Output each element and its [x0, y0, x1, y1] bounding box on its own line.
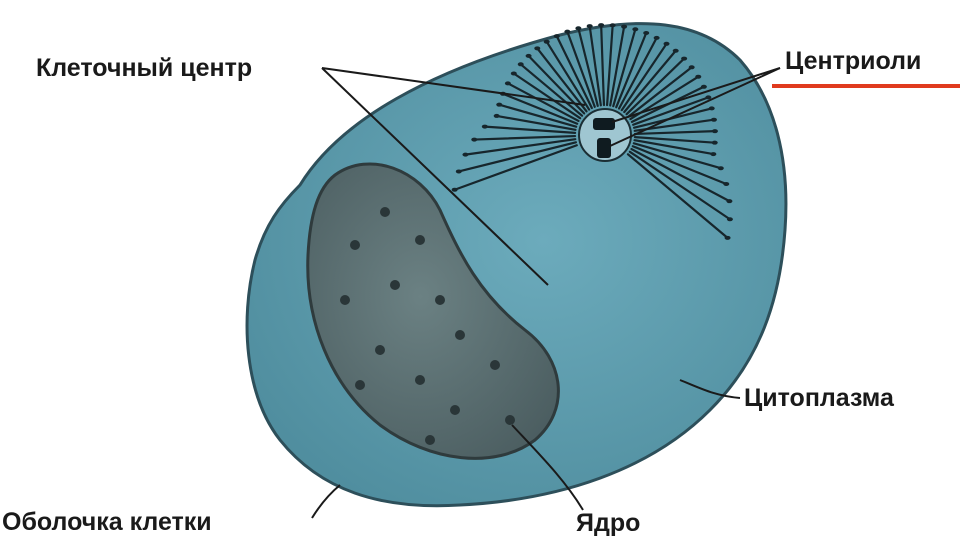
fiber-tip — [711, 118, 717, 122]
centriole-2 — [597, 138, 611, 158]
fiber-tip — [673, 49, 679, 53]
chromatin-granule — [415, 235, 425, 245]
fiber-tip — [452, 188, 458, 192]
chromatin-granule — [425, 435, 435, 445]
chromatin-granule — [390, 280, 400, 290]
chromatin-granule — [490, 360, 500, 370]
fiber-tip — [575, 26, 581, 30]
fiber-tip — [494, 114, 500, 118]
chromatin-granule — [355, 380, 365, 390]
fiber-tip — [496, 103, 502, 107]
fiber-tip — [701, 85, 707, 89]
fiber-tip — [681, 57, 687, 61]
fiber-tip — [689, 65, 695, 69]
chromatin-granule — [455, 330, 465, 340]
chromatin-granule — [505, 415, 515, 425]
fiber-tip — [643, 31, 649, 35]
label-centrioles: Центриоли — [785, 49, 921, 74]
fiber-tip — [725, 236, 731, 240]
label-cytoplasm: Цитоплазма — [744, 386, 894, 411]
fiber-tip — [709, 106, 715, 110]
chromatin-granule — [380, 207, 390, 217]
fiber-tip — [718, 166, 724, 170]
fiber-tip — [505, 81, 511, 85]
fiber-tip — [726, 199, 732, 203]
fiber-tip — [456, 169, 462, 173]
chromatin-granule — [450, 405, 460, 415]
fiber-tip — [526, 54, 532, 58]
fiber-tip — [534, 46, 540, 50]
fiber-tip — [598, 23, 604, 27]
fiber-tip — [723, 182, 729, 186]
fiber-tip — [544, 40, 550, 44]
fiber-tip — [462, 153, 468, 157]
centrioles-highlight-underline — [772, 84, 960, 88]
fiber-tip — [712, 141, 718, 145]
centrosome — [579, 109, 631, 161]
chromatin-granule — [350, 240, 360, 250]
fiber-tip — [632, 27, 638, 31]
fiber-tip — [471, 138, 477, 142]
fiber-tip — [587, 24, 593, 28]
fiber-tip — [610, 23, 616, 27]
fiber-tip — [705, 95, 711, 99]
fiber-tip — [564, 30, 570, 34]
fiber-tip — [664, 42, 670, 46]
fiber-tip — [710, 152, 716, 156]
fiber-tip — [518, 62, 524, 66]
label-cell-center: Клеточный центр — [36, 56, 252, 81]
fiber-tip — [727, 217, 733, 221]
fiber-tip — [482, 125, 488, 129]
fiber-tip — [712, 129, 718, 133]
fiber-tip — [621, 25, 627, 29]
label-cell-membrane: Оболочка клетки — [2, 510, 212, 535]
label-nucleus: Ядро — [576, 511, 640, 536]
chromatin-granule — [375, 345, 385, 355]
leader-cell-membrane — [312, 485, 340, 518]
fiber-tip — [554, 34, 560, 38]
chromatin-granule — [340, 295, 350, 305]
fiber-tip — [511, 71, 517, 75]
chromatin-granule — [435, 295, 445, 305]
fiber-tip — [695, 75, 701, 79]
centriole-1 — [593, 118, 615, 130]
fiber-tip — [654, 36, 660, 40]
chromatin-granule — [415, 375, 425, 385]
